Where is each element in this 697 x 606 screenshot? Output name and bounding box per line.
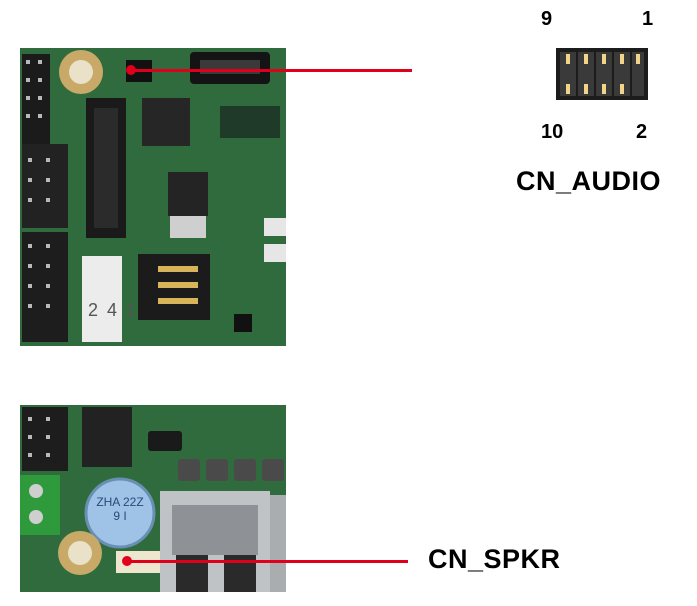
connector-digits: 2 4 1 <box>88 300 139 320</box>
audio-pin-10-label: 10 <box>541 121 564 143</box>
audio-pin-9-label: 9 <box>541 8 553 30</box>
board-photo-bottom-art <box>20 405 286 592</box>
audio-pin-2-label: 2 <box>636 121 648 143</box>
spkr-pointer-line <box>128 560 408 563</box>
audio-header-diagram <box>556 48 648 100</box>
audio-pointer-line <box>132 69 412 72</box>
spkr-pointer-dot <box>122 556 132 566</box>
capacitor-text: ZHA 22Z 9 I <box>96 495 144 523</box>
cn-spkr-title: CN_SPKR <box>428 544 561 574</box>
audio-header-pins <box>556 48 648 100</box>
cn-audio-title: CN_AUDIO <box>516 166 662 196</box>
audio-pin-1-label: 1 <box>642 8 654 30</box>
audio-pointer-dot <box>126 65 136 75</box>
board-photo-top-art <box>20 48 286 346</box>
board-photo-bottom: ZHA 22Z 9 I <box>20 405 286 592</box>
board-photo-top: 2 4 1 <box>20 48 286 346</box>
